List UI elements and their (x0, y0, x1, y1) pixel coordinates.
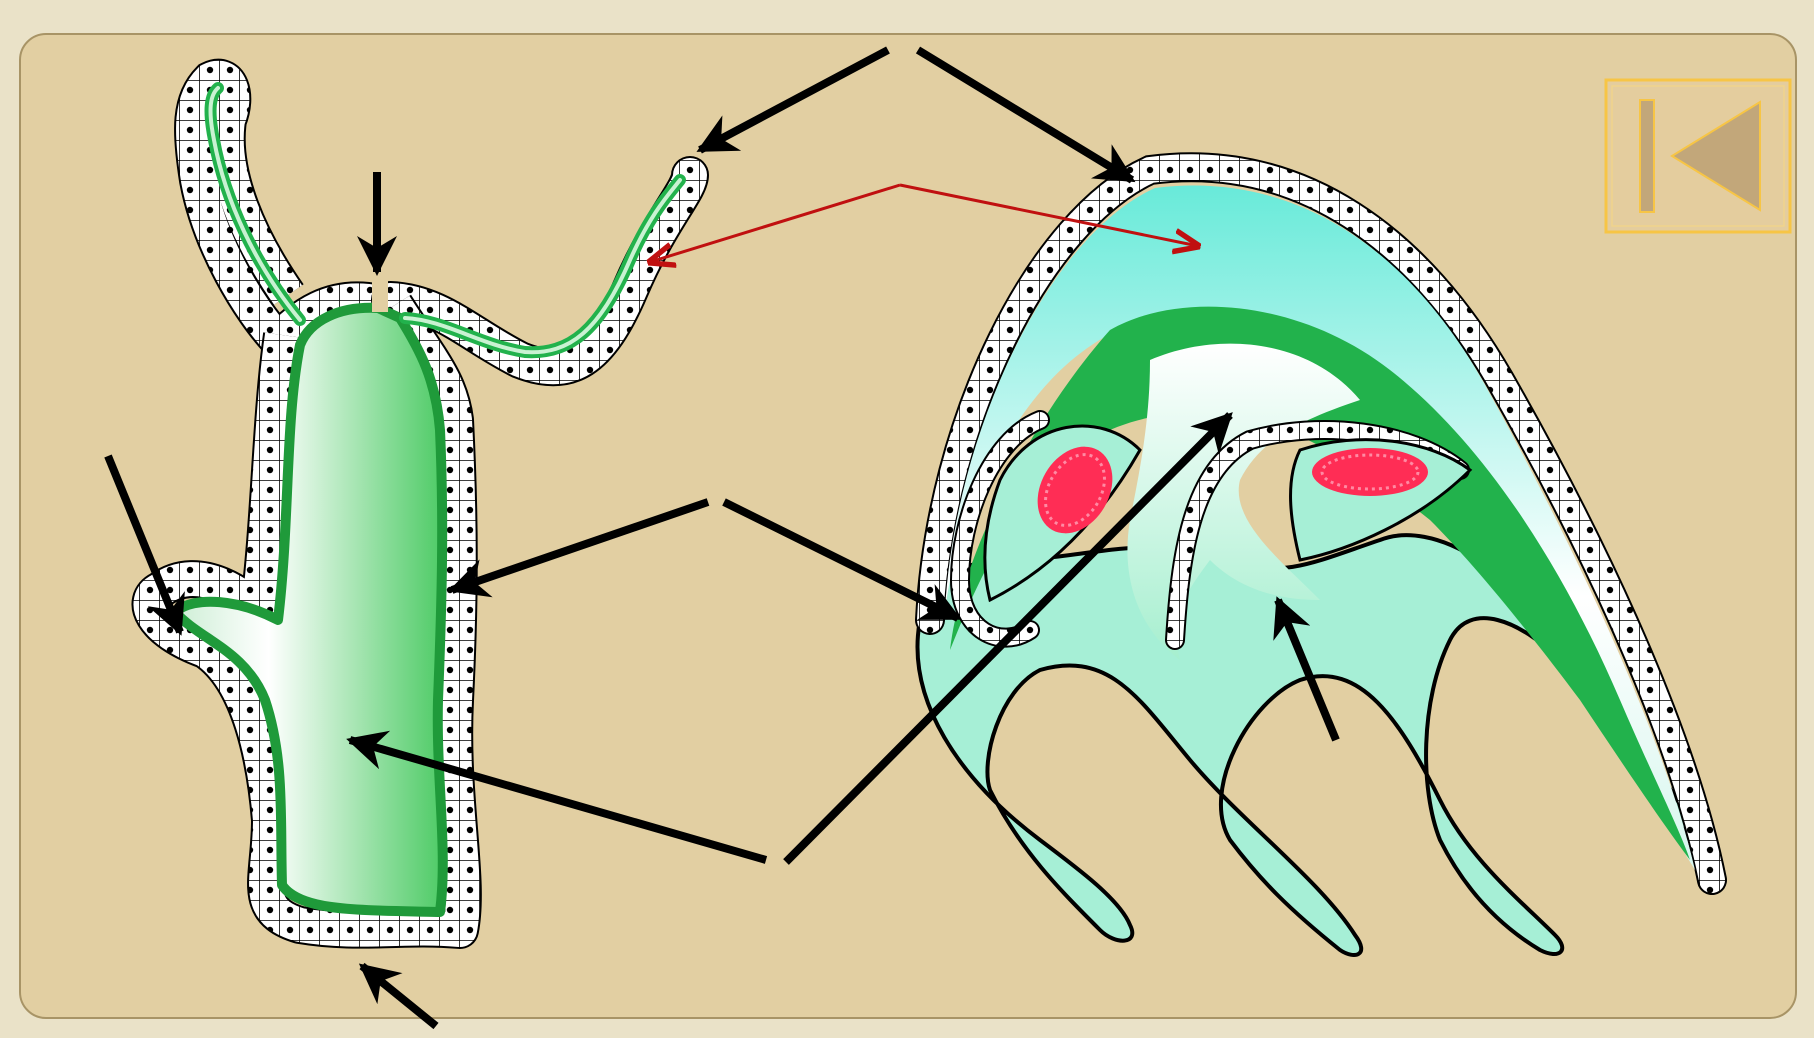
back-button[interactable] (1606, 80, 1790, 232)
hydra-mouth (372, 272, 388, 312)
medusa-gonad-right (1312, 448, 1428, 496)
